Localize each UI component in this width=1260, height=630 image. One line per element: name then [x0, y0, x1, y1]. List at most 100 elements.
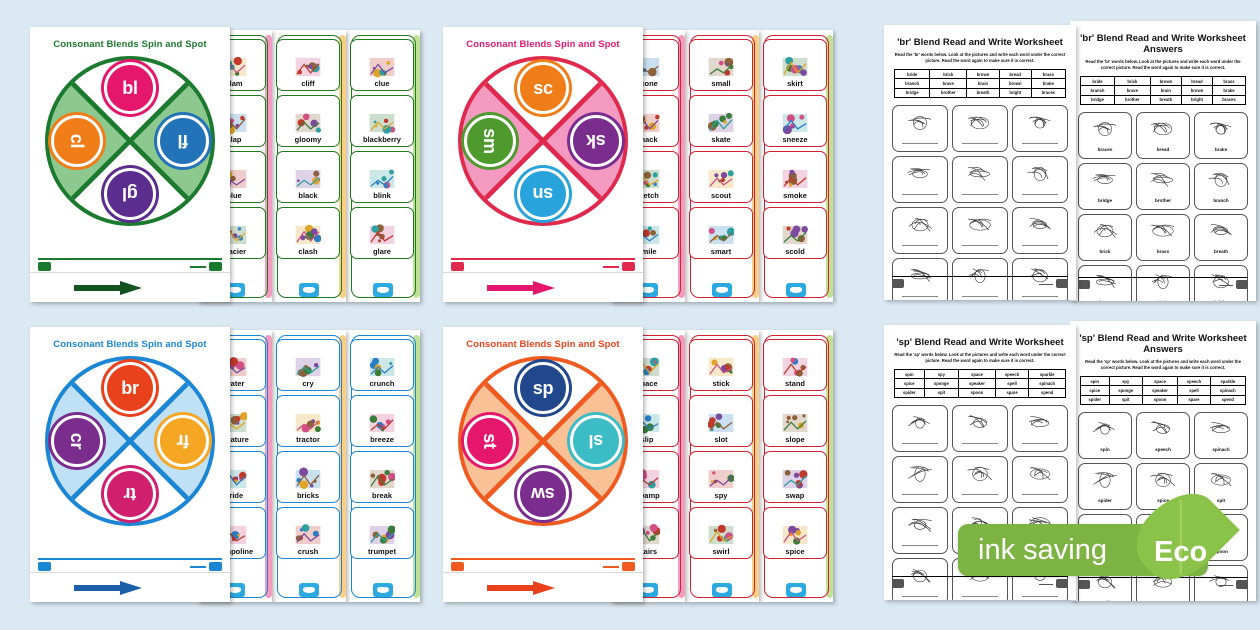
word-bank-cell: bread [1181, 76, 1213, 87]
answer-write-line[interactable] [901, 494, 939, 496]
word-card[interactable]: spice [763, 507, 827, 559]
write-cell[interactable] [1012, 404, 1068, 452]
write-cell[interactable] [952, 455, 1008, 503]
answer-write-line[interactable] [961, 245, 999, 247]
answer-write-line[interactable] [1021, 443, 1059, 445]
word-card[interactable]: scout [689, 151, 753, 203]
write-cell[interactable] [892, 455, 948, 503]
word-card[interactable]: skirt [763, 39, 827, 91]
spinner-title: Consonant Blends Spin and Spot [53, 339, 207, 350]
answer-write-line[interactable] [1021, 245, 1059, 247]
spinner-segment-sk[interactable]: sk [570, 115, 622, 167]
write-cell[interactable] [892, 557, 948, 600]
answer-write-line[interactable] [1021, 596, 1059, 598]
write-cell[interactable] [1012, 257, 1068, 300]
word-card[interactable]: black [276, 151, 340, 203]
word-card[interactable]: spy [689, 451, 753, 503]
word-card[interactable]: blink [350, 151, 414, 203]
word-card[interactable]: clash [276, 207, 340, 259]
write-cell[interactable] [952, 104, 1008, 152]
write-cell[interactable] [892, 506, 948, 554]
spinner-segment-sp[interactable]: sp [517, 362, 569, 414]
answer-write-line[interactable] [1021, 494, 1059, 496]
write-cell[interactable] [1012, 104, 1068, 152]
spinner-segment-gl[interactable]: gl [104, 168, 156, 220]
write-cell[interactable] [1012, 455, 1068, 503]
word-card[interactable]: skate [689, 95, 753, 147]
answer-word: spice [1157, 498, 1169, 504]
spinner-segment-tr[interactable]: tr [104, 468, 156, 520]
write-cell[interactable] [892, 206, 948, 254]
word-card[interactable]: tractor [276, 395, 340, 447]
write-cell[interactable] [892, 104, 948, 152]
spinner-segment-sc[interactable]: sc [517, 62, 569, 114]
write-cell[interactable] [892, 257, 948, 300]
word-card[interactable]: crush [276, 507, 340, 559]
spinner-arrow-area [30, 272, 230, 302]
answer-write-line[interactable] [961, 443, 999, 445]
word-card[interactable]: slot [689, 395, 753, 447]
write-cell[interactable] [892, 404, 948, 452]
spinner-segment-cr[interactable]: cr [51, 415, 103, 467]
word-card[interactable]: stand [763, 339, 827, 391]
spinner-segment-fl[interactable]: fl [157, 115, 209, 167]
answer-write-line[interactable] [901, 296, 939, 298]
word-card[interactable]: clue [350, 39, 414, 91]
word-card[interactable]: smoke [763, 151, 827, 203]
spinner-segment-fr[interactable]: fr [157, 415, 209, 467]
answer-write-line[interactable] [1021, 296, 1059, 298]
word-card[interactable]: swirl [689, 507, 753, 559]
word-card[interactable]: scold [763, 207, 827, 259]
answer-write-line[interactable] [901, 143, 939, 145]
word-card[interactable]: cry [276, 339, 340, 391]
answer-write-line[interactable] [901, 545, 939, 547]
word-card[interactable]: break [350, 451, 414, 503]
answer-write-line[interactable] [901, 194, 939, 196]
answer-write-line[interactable] [901, 596, 939, 598]
word-card[interactable]: gloomy [276, 95, 340, 147]
answer-write-line[interactable] [961, 494, 999, 496]
word-card[interactable]: glare [350, 207, 414, 259]
write-cell[interactable] [1012, 155, 1068, 203]
word-card[interactable]: smart [689, 207, 753, 259]
word-card[interactable]: bricks [276, 451, 340, 503]
picture-outline-icon [1146, 169, 1180, 193]
write-cell[interactable] [952, 404, 1008, 452]
answer-write-line[interactable] [961, 143, 999, 145]
word-card[interactable]: swap [763, 451, 827, 503]
answer-write-line[interactable] [901, 245, 939, 247]
word-card[interactable]: sneeze [763, 95, 827, 147]
word-card[interactable]: small [689, 39, 753, 91]
spinner-segment-sw[interactable]: sw [517, 468, 569, 520]
write-cell[interactable] [1012, 206, 1068, 254]
answer-write-line[interactable] [1021, 143, 1059, 145]
word-card[interactable]: blackberry [350, 95, 414, 147]
write-cell[interactable] [952, 155, 1008, 203]
spinner-segment-bl[interactable]: bl [104, 62, 156, 114]
answer-write-line[interactable] [961, 596, 999, 598]
answer-write-line[interactable] [901, 443, 939, 445]
write-cell[interactable] [952, 206, 1008, 254]
word-card[interactable]: cliff [276, 39, 340, 91]
word-card[interactable]: stick [689, 339, 753, 391]
answer-write-line[interactable] [961, 194, 999, 196]
spinner-segment-cl[interactable]: cl [51, 115, 103, 167]
spinner-segment-st[interactable]: st [464, 415, 516, 467]
spinner-segment-sm[interactable]: sm [464, 115, 516, 167]
spinner-segment-br[interactable]: br [104, 362, 156, 414]
spinner-segment-sn[interactable]: sn [517, 168, 569, 220]
spinner-segment-sl[interactable]: sl [570, 415, 622, 467]
write-cell[interactable] [952, 257, 1008, 300]
answer-write-line[interactable] [1021, 194, 1059, 196]
word-card[interactable]: trumpet [350, 507, 414, 559]
word-card[interactable]: slope [763, 395, 827, 447]
answer-write-line[interactable] [961, 296, 999, 298]
word-card[interactable]: crunch [350, 339, 414, 391]
answer-cell: spider [1078, 462, 1132, 510]
write-cell[interactable] [892, 155, 948, 203]
word-card[interactable]: breeze [350, 395, 414, 447]
